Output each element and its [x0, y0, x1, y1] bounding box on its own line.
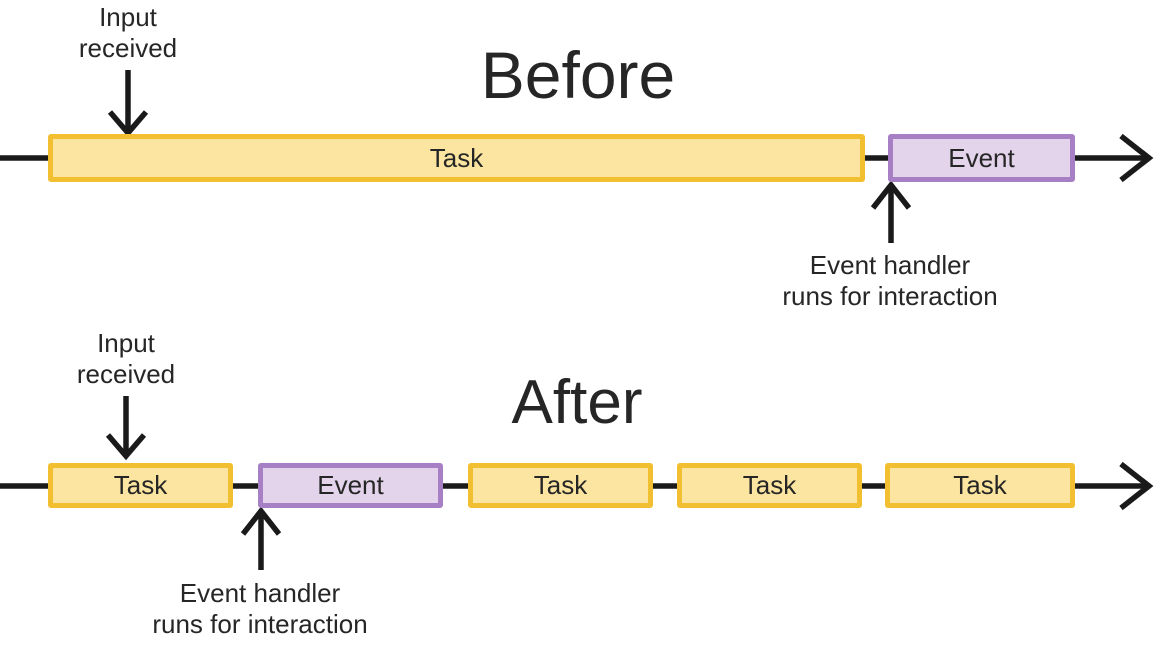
after-task-label-2: Task: [533, 470, 588, 500]
after-handler-arrow: [240, 506, 282, 570]
before-handler-label-line1: Event handler: [809, 250, 971, 280]
before-task-box: Task: [48, 134, 865, 182]
before-input-arrow: [107, 70, 149, 138]
before-title: Before: [480, 38, 676, 112]
before-timeline-arrow: [0, 133, 1154, 183]
after-task-label-4: Task: [953, 470, 1007, 500]
before-task-label: Task: [429, 142, 484, 173]
before-event-label: Event: [948, 142, 1015, 173]
after-event-label: Event: [317, 470, 384, 500]
before-handler-label: Event handler runs for interaction: [740, 250, 1040, 312]
after-task-box-1: Task: [48, 463, 233, 508]
after-event-box: Event: [258, 463, 443, 508]
after-input-label: Input received: [51, 328, 201, 390]
after-handler-label-line1: Event handler: [179, 578, 341, 608]
after-input-label-line2: received: [76, 359, 176, 389]
before-input-label-line1: Input: [99, 2, 157, 32]
after-input-arrow: [105, 396, 147, 461]
after-handler-label-line2: runs for interaction: [152, 609, 368, 639]
after-task-box-2: Task: [468, 463, 653, 508]
before-input-label: Input received: [53, 2, 203, 64]
before-input-label-line2: received: [78, 33, 178, 63]
before-handler-label-line2: runs for interaction: [782, 281, 998, 311]
after-task-box-4: Task: [885, 463, 1075, 508]
after-task-label-1: Task: [113, 470, 168, 500]
before-handler-arrow: [870, 180, 912, 243]
after-title: After: [511, 368, 643, 437]
after-timeline-arrow: [0, 461, 1154, 511]
after-handler-label: Event handler runs for interaction: [110, 578, 410, 640]
after-task-label-3: Task: [742, 470, 797, 500]
after-input-label-line1: Input: [97, 328, 155, 358]
before-event-box: Event: [888, 134, 1075, 182]
after-task-box-3: Task: [677, 463, 862, 508]
